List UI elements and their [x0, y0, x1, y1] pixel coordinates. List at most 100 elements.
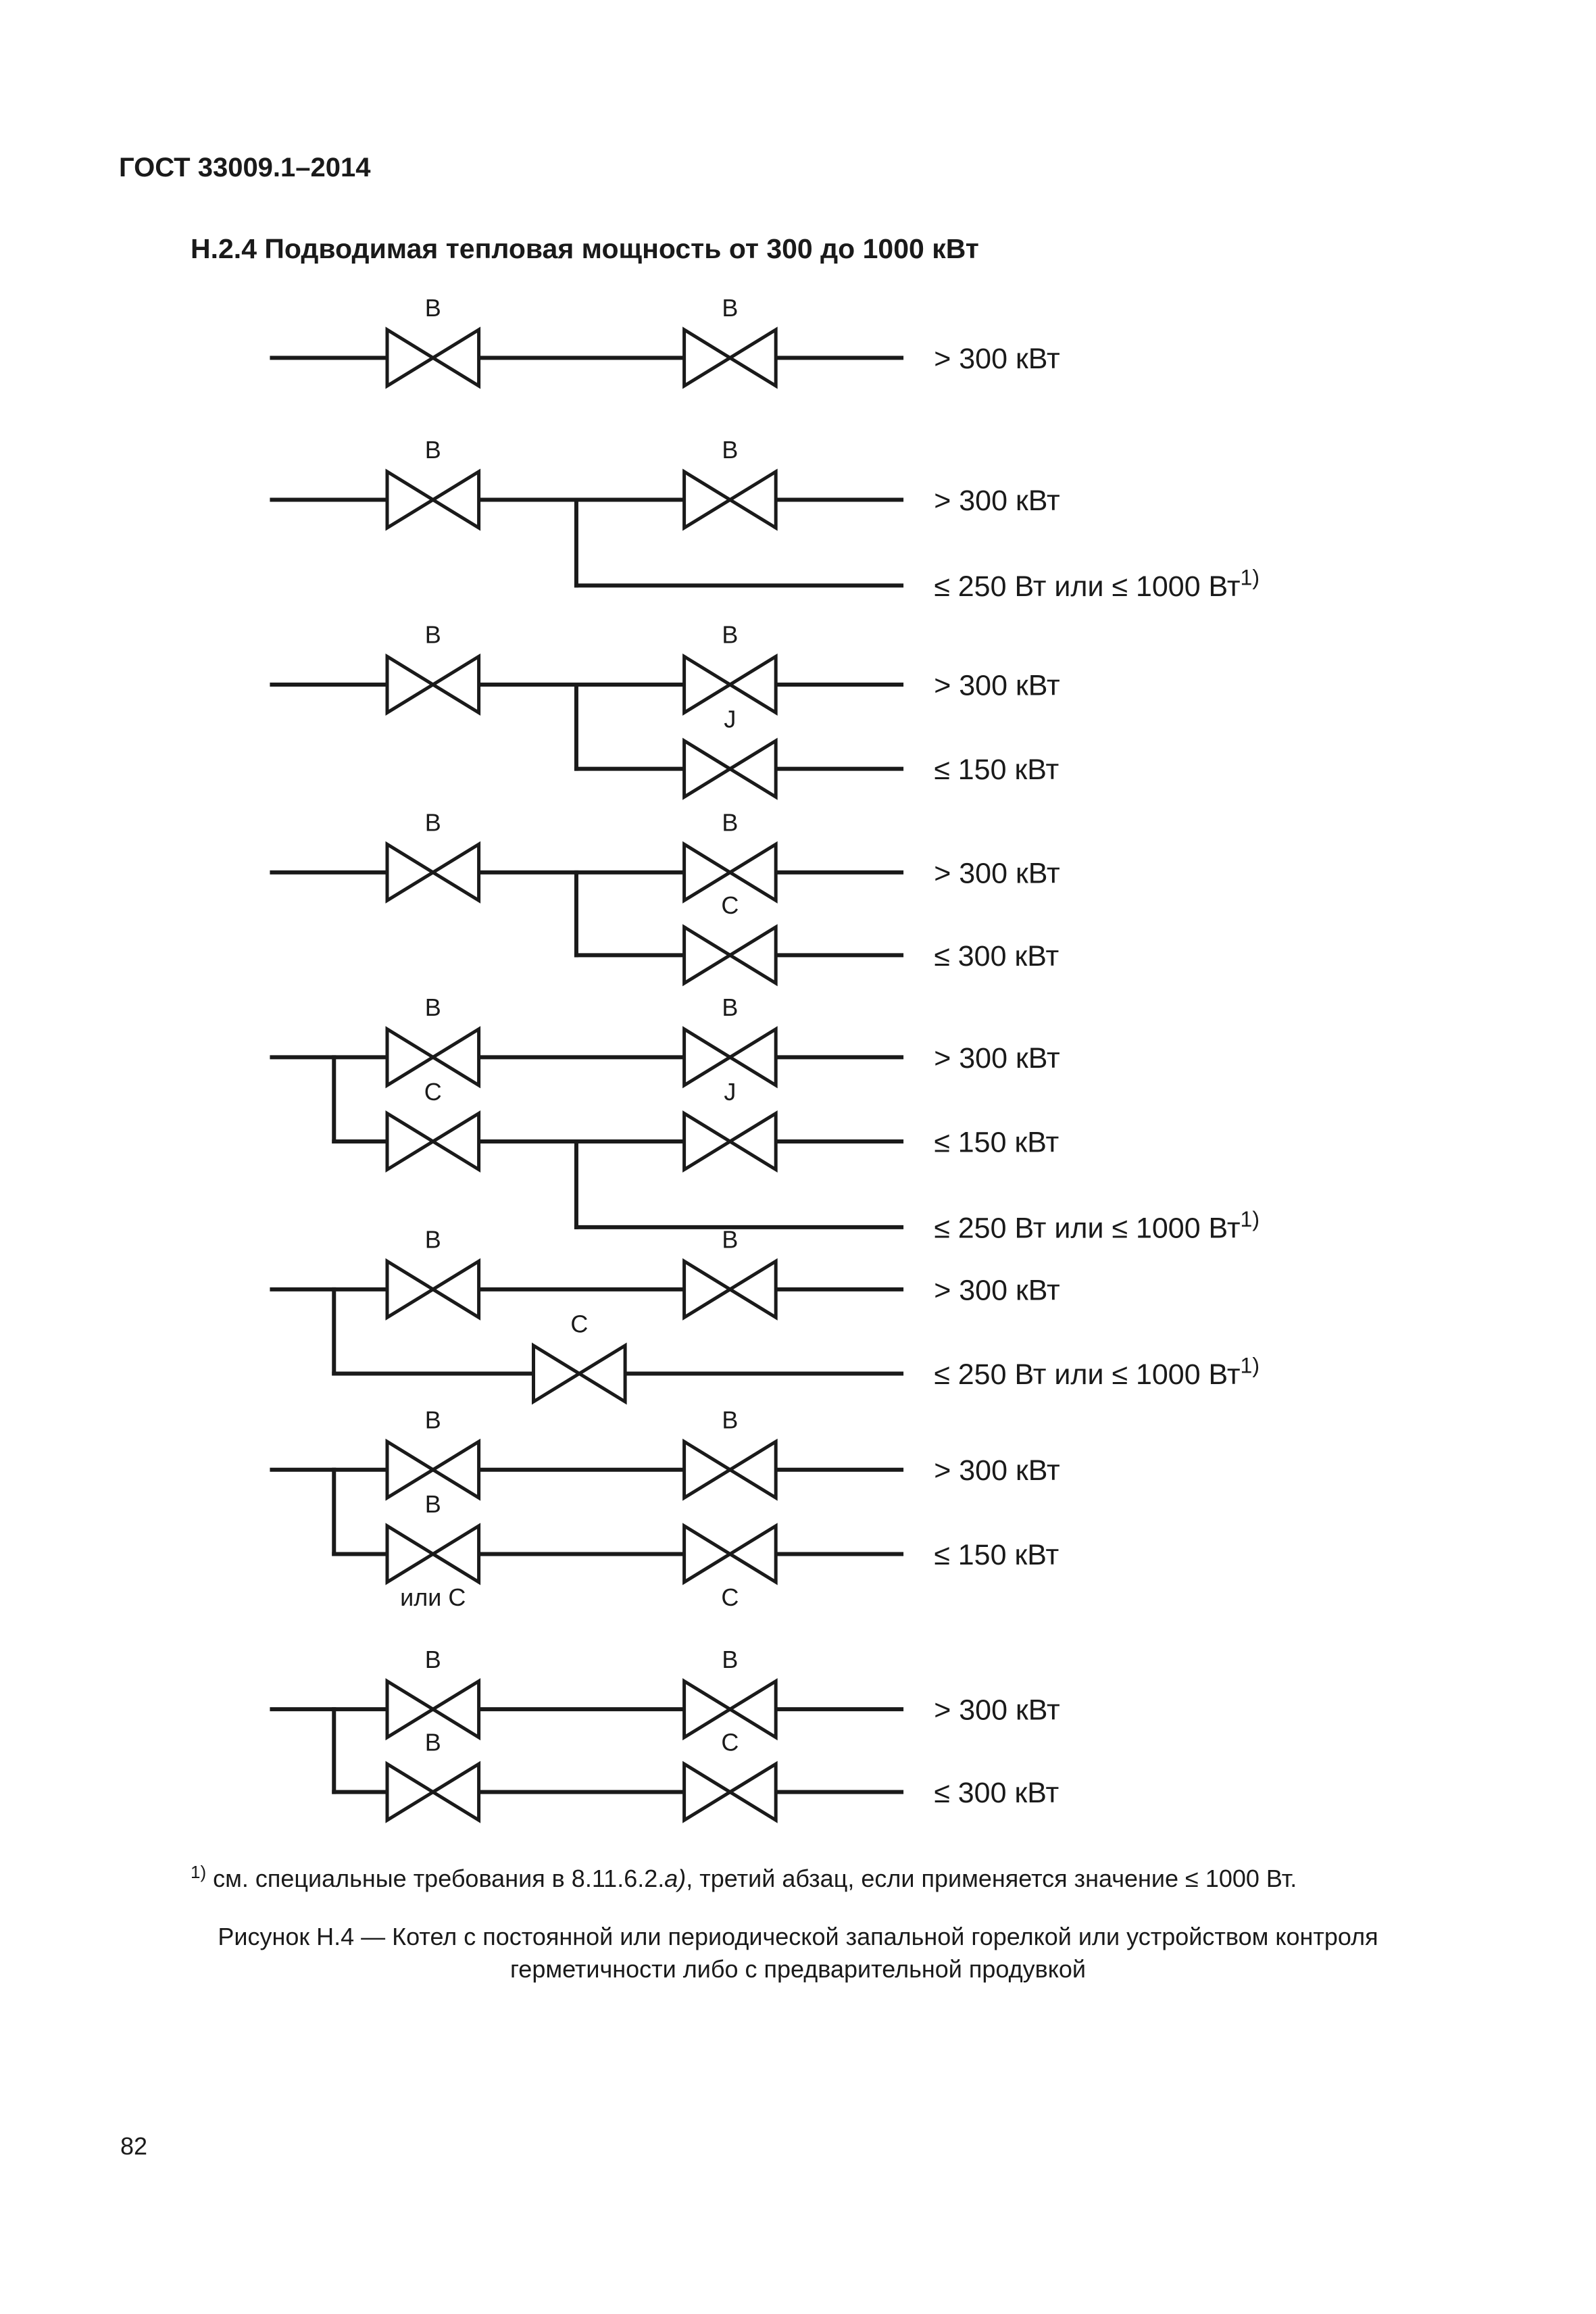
valve-2-0-0	[385, 653, 481, 716]
valve-4-1-1	[682, 1110, 778, 1173]
valve-label: В	[425, 1490, 441, 1518]
output-label-4-1: ≤ 150 кВт	[934, 1127, 1059, 1159]
valve-right-triangle	[726, 1026, 778, 1089]
output-footnote-mark: 1)	[1241, 1354, 1260, 1378]
valve-7-0-0	[385, 1678, 481, 1741]
valve-right-triangle	[726, 1110, 778, 1173]
valve-1-0-0	[385, 468, 481, 531]
valve-3-1-0	[682, 924, 778, 987]
valve-left-triangle	[682, 653, 734, 716]
valve-3-0-1	[682, 841, 778, 904]
valve-left-triangle	[682, 841, 734, 904]
section-title: Н.2.4 Подводимая тепловая мощность от 30…	[191, 233, 979, 264]
footnote-mark: 1)	[191, 1862, 207, 1882]
valve-left-triangle	[682, 326, 734, 389]
valve-1-0-1	[682, 468, 778, 531]
valve-label: J	[724, 705, 736, 733]
valve-right-triangle	[430, 841, 481, 904]
output-label-2-1: ≤ 150 кВт	[934, 754, 1059, 786]
standard-id: ГОСТ 33009.1–2014	[119, 153, 371, 182]
valve-left-triangle	[682, 1678, 734, 1741]
output-label-7-1: ≤ 300 кВт	[934, 1777, 1059, 1809]
valve-left-triangle	[682, 1438, 734, 1501]
valve-right-triangle	[430, 1678, 481, 1741]
valve-left-triangle	[682, 468, 734, 531]
valve-right-triangle	[726, 1258, 778, 1321]
valve-7-0-1	[682, 1678, 778, 1741]
valve-right-triangle	[430, 1438, 481, 1501]
valve-label: В	[722, 294, 738, 322]
valve-left-triangle	[385, 653, 437, 716]
valve-label: В	[425, 621, 441, 649]
output-label-1-0: > 300 кВт	[934, 485, 1060, 517]
valve-right-triangle	[726, 1761, 778, 1823]
footnote-text-b: а)	[664, 1865, 687, 1892]
output-label-0-0: > 300 кВт	[934, 343, 1060, 375]
valve-label: В	[425, 1406, 441, 1433]
figure-caption-line-2: герметичности либо с предварительной про…	[509, 1955, 1087, 1983]
valve-2-1-0	[682, 737, 778, 800]
valve-right-triangle	[726, 841, 778, 904]
valve-right-triangle	[726, 737, 778, 800]
valve-right-triangle	[726, 468, 778, 531]
valve-0-0-0	[385, 326, 481, 389]
valve-left-triangle	[385, 1258, 437, 1321]
valve-5-1-0	[532, 1342, 627, 1405]
valve-label: В	[425, 294, 441, 322]
valve-right-triangle	[726, 1678, 778, 1741]
valve-left-triangle	[682, 737, 734, 800]
valve-label: В	[722, 1406, 738, 1433]
output-label-5-0: > 300 кВт	[934, 1274, 1060, 1306]
valve-label: В	[722, 993, 738, 1021]
figure-caption-line-1: Рисунок Н.4 — Котел с постоянной или пер…	[218, 1923, 1378, 1950]
footnote: 1) см. специальные требования в 8.11.6.2…	[191, 1862, 1297, 1893]
valve-right-triangle	[430, 326, 481, 389]
valve-right-triangle	[726, 1438, 778, 1501]
valve-label: В	[722, 1646, 738, 1673]
valve-7-1-1	[682, 1761, 778, 1823]
valve-label: В	[425, 1646, 441, 1673]
valve-4-1-0	[385, 1110, 481, 1173]
valve-label: В	[425, 436, 441, 464]
valve-4-0-0	[385, 1026, 481, 1089]
valve-left-triangle	[385, 1026, 437, 1089]
valve-alt-label: или С	[400, 1583, 466, 1611]
output-label-3-1: ≤ 300 кВт	[934, 940, 1059, 973]
valve-left-triangle	[385, 1678, 437, 1741]
valve-right-triangle	[430, 653, 481, 716]
footnote-text-c: , третий абзац, если применяется значени…	[686, 1865, 1297, 1892]
valve-label: С	[721, 1728, 739, 1756]
valve-left-triangle	[682, 1258, 734, 1321]
valve-left-triangle	[682, 1110, 734, 1173]
valve-right-triangle	[430, 1110, 481, 1173]
valve-left-triangle	[682, 1523, 734, 1585]
valve-label: С	[424, 1078, 442, 1106]
valve-left-triangle	[385, 1438, 437, 1501]
valve-left-triangle	[385, 1110, 437, 1173]
valve-left-triangle	[385, 1761, 437, 1823]
valve-0-0-1	[682, 326, 778, 389]
output-footnote-mark: 1)	[1241, 566, 1260, 590]
valve-right-triangle	[430, 1523, 481, 1585]
valve-label: С	[721, 1583, 739, 1611]
valve-label: В	[425, 809, 441, 837]
valve-label: В	[722, 436, 738, 464]
valve-right-triangle	[726, 924, 778, 987]
output-label-4-2: ≤ 250 Вт или ≤ 1000 Вт1)	[934, 1207, 1260, 1244]
valve-right-triangle	[726, 1523, 778, 1585]
output-label-4-0: > 300 кВт	[934, 1042, 1060, 1075]
output-label-6-0: > 300 кВт	[934, 1454, 1060, 1487]
valve-left-triangle	[532, 1342, 583, 1405]
valve-right-triangle	[430, 1761, 481, 1823]
valve-label: С	[570, 1310, 588, 1337]
valve-label: В	[722, 1226, 738, 1254]
valve-3-0-0	[385, 841, 481, 904]
valve-left-triangle	[682, 1026, 734, 1089]
valve-7-1-0	[385, 1761, 481, 1823]
valve-left-triangle	[385, 1523, 437, 1585]
valve-right-triangle	[726, 653, 778, 716]
valve-right-triangle	[430, 1026, 481, 1089]
valve-label: В	[425, 993, 441, 1021]
